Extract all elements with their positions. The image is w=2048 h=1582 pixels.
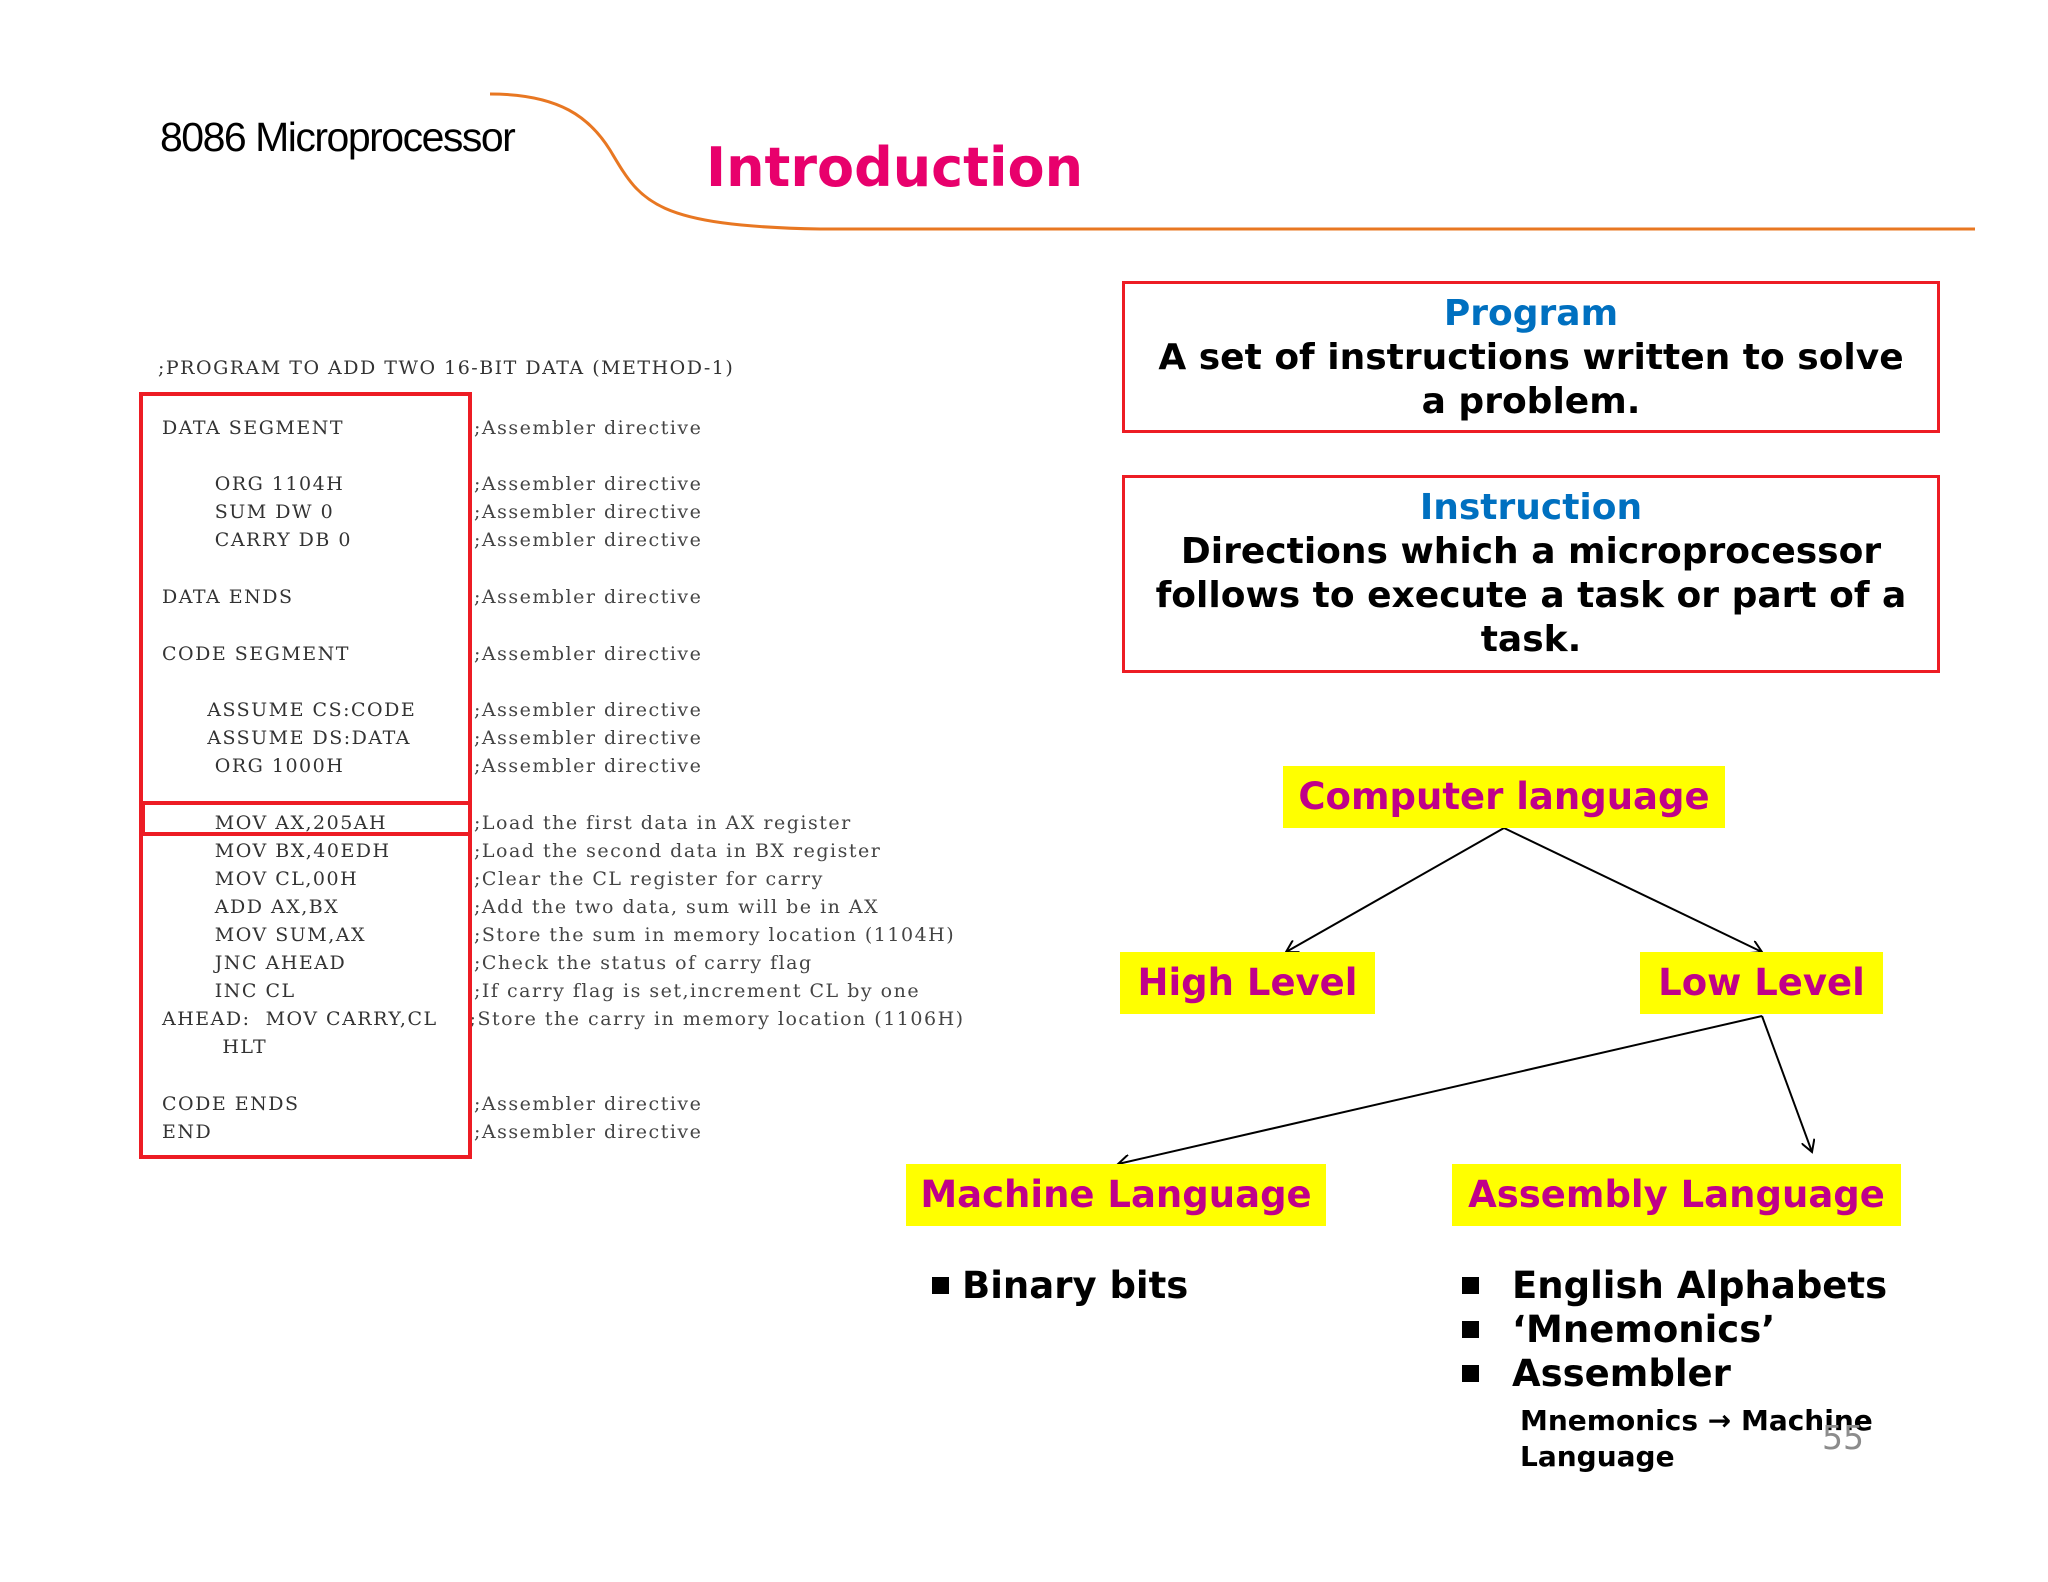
code-comment: ;If carry flag is set,increment CL by on… <box>474 980 921 1002</box>
code-line: DATA ENDS <box>162 586 294 608</box>
program-text: A set of instructions written to solve a… <box>1158 337 1904 422</box>
code-line: MOV CL,00H <box>162 868 359 890</box>
code-comment: ;Check the status of carry flag <box>474 952 813 974</box>
code-line: ORG 1000H <box>162 755 345 777</box>
bullet-square-icon <box>1462 1277 1479 1294</box>
course-title: 8086 Microprocessor <box>160 114 516 160</box>
list-item: Assembler <box>1458 1352 1887 1396</box>
code-line: CODE SEGMENT <box>162 643 350 665</box>
code-comment: ;Store the carry in memory location (110… <box>462 1008 965 1030</box>
computer-language-label: Computer language <box>1283 766 1725 828</box>
assembly-language-label: Assembly Language <box>1452 1164 1901 1226</box>
code-line: HLT <box>162 1036 268 1058</box>
code-comment: ;Assembler directive <box>474 1121 703 1143</box>
header-swoosh <box>489 92 1975 231</box>
list-item: English Alphabets <box>1458 1264 1887 1308</box>
bullet-square-icon <box>932 1277 949 1294</box>
code-line: CARRY DB 0 <box>162 529 352 551</box>
code-line: SUM DW 0 <box>162 501 335 523</box>
code-line: DATA SEGMENT <box>162 417 344 439</box>
code-line: AHEAD: MOV CARRY,CL <box>162 1008 438 1030</box>
code-comment: ;Store the sum in memory location (1104H… <box>474 924 956 946</box>
instruction-definition-box: Instruction Directions which a microproc… <box>1122 475 1940 673</box>
instruction-highlight-box <box>141 801 472 836</box>
code-line: ADD AX,BX <box>162 896 340 918</box>
bullet-square-icon <box>1462 1321 1479 1338</box>
assembler-note: Mnemonics → Machine Language <box>1520 1404 1873 1473</box>
code-line: JNC AHEAD <box>162 952 347 974</box>
high-level-label: High Level <box>1120 952 1375 1014</box>
program-definition-box: Program A set of instructions written to… <box>1122 281 1940 433</box>
code-comment: ;Add the two data, sum will be in AX <box>474 896 880 918</box>
code-comment: ;Assembler directive <box>474 501 703 523</box>
code-comment: ;Assembler directive <box>474 417 703 439</box>
code-line: ORG 1104H <box>162 473 345 495</box>
code-comment: ;Assembler directive <box>474 529 703 551</box>
code-comment: ;Assembler directive <box>474 699 703 721</box>
code-comment: ;Assembler directive <box>474 755 703 777</box>
code-comment: ;Clear the CL register for carry <box>474 868 824 890</box>
slide-title: Introduction <box>706 136 1084 199</box>
machine-language-label: Machine Language <box>906 1164 1326 1226</box>
code-comment: ;Assembler directive <box>474 473 703 495</box>
code-comment: ;Assembler directive <box>474 1093 703 1115</box>
list-item: ‘Mnemonics’ <box>1458 1308 1887 1352</box>
bullet-square-icon <box>1462 1365 1479 1382</box>
code-comment: ;Assembler directive <box>474 643 703 665</box>
code-line: MOV BX,40EDH <box>162 840 391 862</box>
code-comment: ;Assembler directive <box>474 727 703 749</box>
code-line: ASSUME CS:CODE <box>162 699 417 721</box>
code-title: ;PROGRAM TO ADD TWO 16-BIT DATA (METHOD-… <box>158 357 735 379</box>
program-title: Program <box>1443 293 1619 334</box>
page-number: 55 <box>1822 1418 1864 1457</box>
code-comment: ;Load the second data in BX register <box>474 840 882 862</box>
code-line: END <box>162 1121 213 1143</box>
code-highlight-box <box>139 392 472 1159</box>
code-comment: ;Load the first data in AX register <box>474 812 852 834</box>
code-line: ASSUME DS:DATA <box>162 727 411 749</box>
machine-language-points: Binary bits <box>928 1264 1188 1308</box>
code-line: MOV SUM,AX <box>162 924 367 946</box>
code-line: MOV AX,205AH <box>162 812 388 834</box>
instruction-text: Directions which a microprocessor follow… <box>1155 531 1907 660</box>
instruction-title: Instruction <box>1419 487 1643 528</box>
assembly-language-points: English Alphabets ‘Mnemonics’ Assembler <box>1458 1264 1887 1396</box>
code-comment: ;Assembler directive <box>474 586 703 608</box>
code-line: CODE ENDS <box>162 1093 300 1115</box>
low-level-label: Low Level <box>1640 952 1883 1014</box>
code-line: INC CL <box>162 980 296 1002</box>
list-item: Binary bits <box>928 1264 1188 1308</box>
